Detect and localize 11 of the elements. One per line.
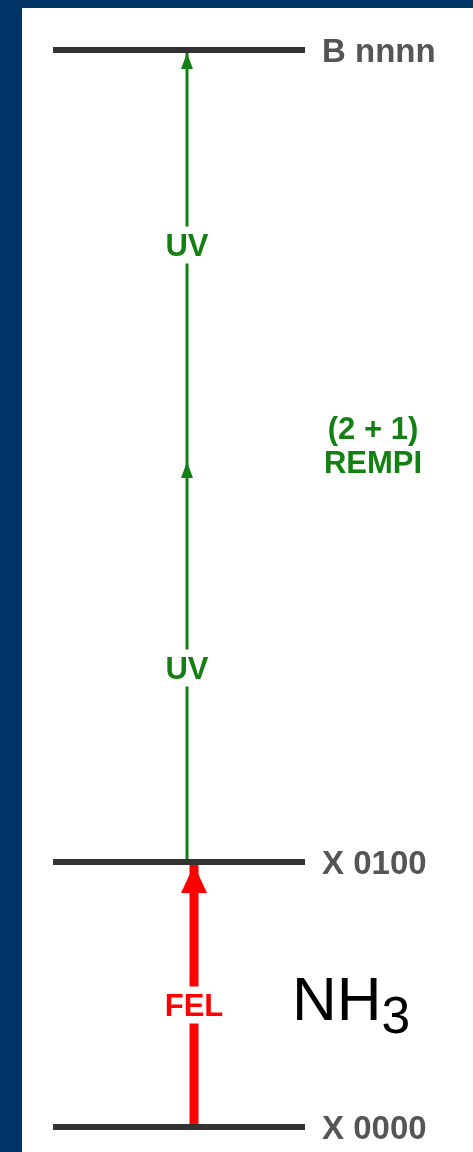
molecule-label: NH$_{3}$ [292,965,412,1045]
edge-label: FEL [164,986,224,1024]
edge-label: UV [165,226,209,264]
transition-arrow [181,53,193,462]
level-label: B nnnn [322,34,436,67]
process-label: (2 + 1) REMPI [322,412,424,481]
transition-arrow [181,865,207,1124]
level-label: X 0100 [322,846,427,879]
level-label: X 0000 [322,1111,427,1144]
transition-arrow [181,462,193,859]
edge-label: UV [165,649,209,687]
